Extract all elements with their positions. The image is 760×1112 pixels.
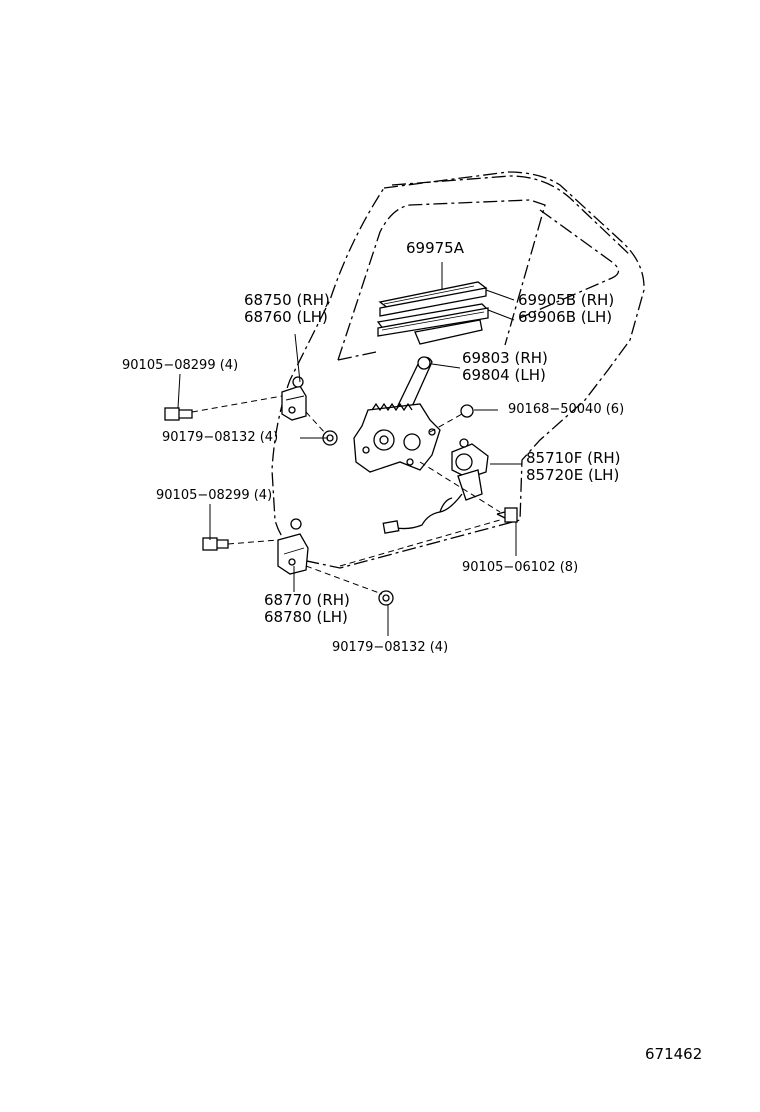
label-regulator-bolt: 90168−50040 (6) bbox=[508, 402, 625, 417]
label-68780-lh: 68780 (LH) bbox=[264, 608, 348, 626]
motor-bolt-icon bbox=[496, 507, 518, 523]
label-motor: 85710F (RH) 85720E (LH) bbox=[526, 450, 621, 484]
label-68760-lh: 68760 (LH) bbox=[244, 308, 328, 326]
fasteners bbox=[164, 404, 518, 606]
label-nut-upper-hinge: 90179−08132 (4) bbox=[162, 430, 279, 445]
dashed-assembly-lines bbox=[191, 395, 501, 595]
label-bolt-lower-hinge: 90105−08299 (4) bbox=[156, 488, 273, 503]
label-85720e-lh: 85720E (LH) bbox=[526, 466, 620, 484]
window-regulator bbox=[353, 356, 441, 473]
label-85710f-rh: 85710F (RH) bbox=[526, 449, 621, 467]
label-69975a: 69975A bbox=[406, 239, 464, 257]
bolt-lower-hinge-icon bbox=[202, 537, 229, 551]
label-motor-bolt: 90105−06102 (8) bbox=[462, 560, 579, 575]
diagram-id: 671462 bbox=[645, 1045, 703, 1063]
label-69804-lh: 69804 (LH) bbox=[462, 366, 546, 384]
label-nut-lower-hinge: 90179−08132 (4) bbox=[332, 640, 449, 655]
label-lower-hinge: 68770 (RH) 68780 (LH) bbox=[264, 592, 350, 626]
label-69906b-lh: 69906B (LH) bbox=[518, 308, 613, 326]
label-upper-hinge: 68750 (RH) 68760 (LH) bbox=[244, 292, 330, 326]
power-window-motor bbox=[382, 438, 489, 534]
label-68770-rh: 68770 (RH) bbox=[264, 591, 350, 609]
leader-lines bbox=[177, 262, 522, 636]
door-outline bbox=[271, 171, 645, 569]
label-68750-rh: 68750 (RH) bbox=[244, 291, 330, 309]
window-frame bbox=[337, 199, 620, 361]
bolt-upper-hinge-icon bbox=[164, 407, 193, 421]
label-bolt-upper-hinge: 90105−08299 (4) bbox=[122, 358, 239, 373]
label-69905b-rh: 69905B (RH) bbox=[518, 291, 615, 309]
regulator-bolt-icon bbox=[460, 404, 474, 418]
nut-lower-hinge-icon bbox=[378, 590, 394, 606]
label-69803-rh: 69803 (RH) bbox=[462, 349, 548, 367]
lower-hinge bbox=[277, 518, 309, 575]
upper-hinge bbox=[281, 376, 307, 421]
label-regulator: 69803 (RH) 69804 (LH) bbox=[462, 350, 548, 384]
label-run-channel: 69905B (RH) 69906B (LH) bbox=[518, 292, 614, 326]
glass-run-channel bbox=[376, 281, 490, 345]
